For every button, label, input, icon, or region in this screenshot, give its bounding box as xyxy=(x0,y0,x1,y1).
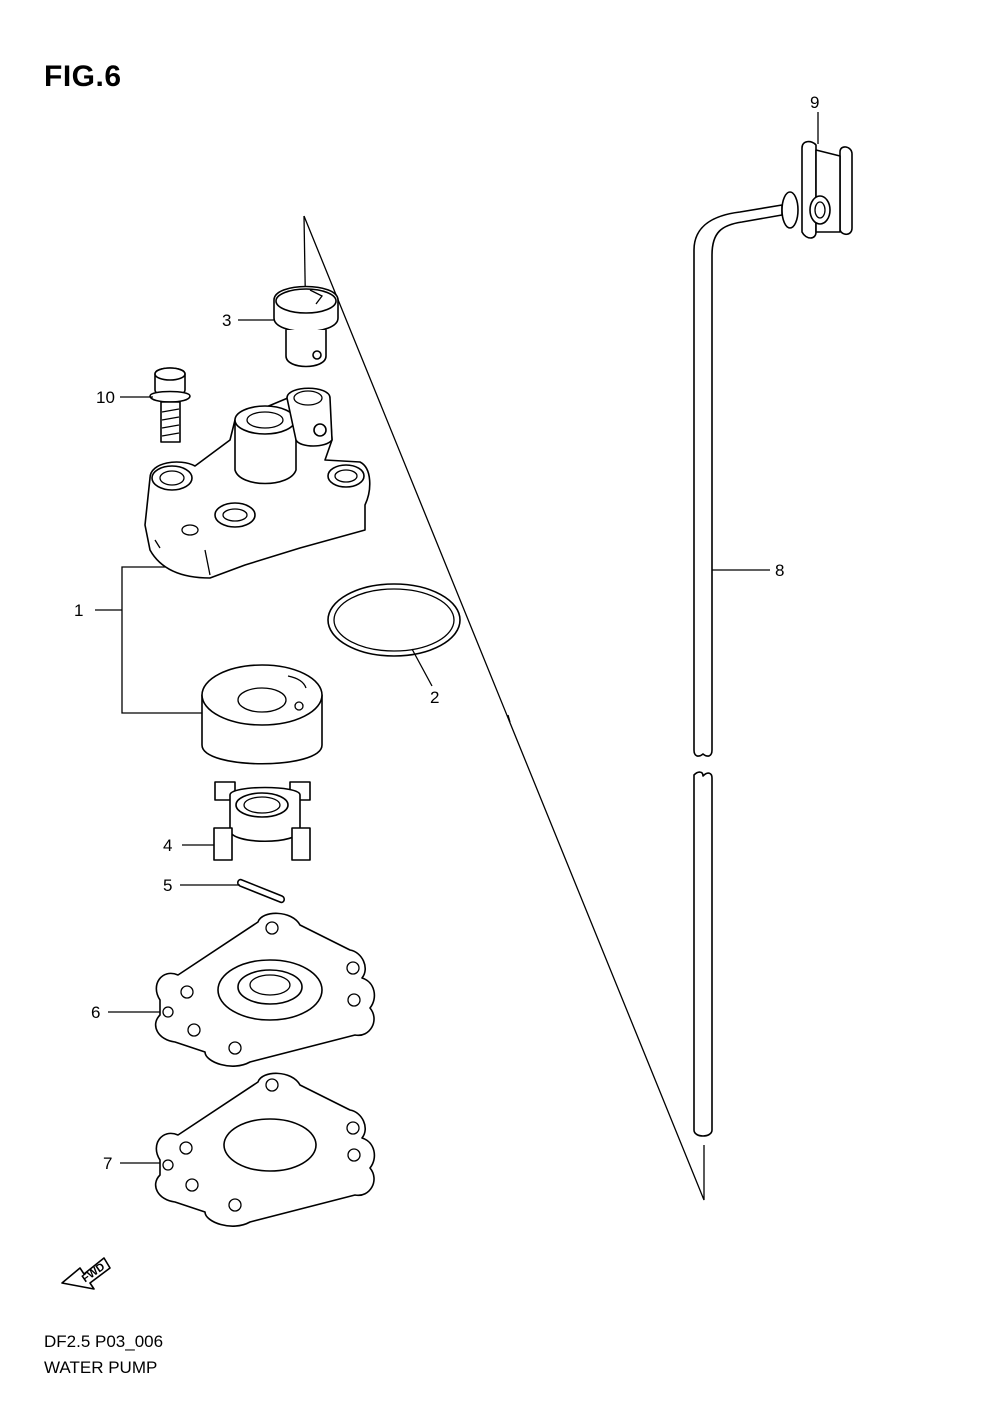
callout-7: 7 xyxy=(103,1154,112,1173)
callout-2-leader xyxy=(411,648,433,687)
part-1-housing-cup[interactable] xyxy=(201,664,323,765)
part-8-water-tube[interactable] xyxy=(693,191,799,1137)
figure-title: FIG.6 xyxy=(44,60,122,93)
part-3-sleeve[interactable] xyxy=(273,285,339,368)
callout-2: 2 xyxy=(430,688,439,707)
callout-10: 10 xyxy=(96,388,115,407)
part-6-liner-plate[interactable] xyxy=(154,912,376,1067)
part-9-grommet[interactable] xyxy=(801,140,853,239)
fwd-arrow-icon: FWD xyxy=(61,1257,111,1290)
callout-5: 5 xyxy=(163,876,172,895)
part-7-gasket[interactable] xyxy=(154,1072,376,1227)
part-5-key-pin[interactable] xyxy=(237,878,285,904)
diagram-name: WATER PUMP xyxy=(44,1358,158,1377)
diagram-code: DF2.5 P03_006 xyxy=(44,1332,164,1351)
callout-3: 3 xyxy=(222,311,231,330)
callout-1-bracket xyxy=(121,566,202,714)
callout-1: 1 xyxy=(74,601,83,620)
callout-9: 9 xyxy=(810,93,819,112)
assembly-bracket-line xyxy=(303,215,705,1201)
part-2-o-ring[interactable] xyxy=(327,583,461,657)
callout-6: 6 xyxy=(91,1003,100,1022)
part-1-pump-case[interactable] xyxy=(144,387,371,579)
assembly-bracket-tick xyxy=(507,714,511,723)
callout-8: 8 xyxy=(775,561,784,580)
part-10-bolt[interactable] xyxy=(149,367,191,443)
part-4-impeller[interactable] xyxy=(213,781,311,861)
callout-4: 4 xyxy=(163,836,172,855)
